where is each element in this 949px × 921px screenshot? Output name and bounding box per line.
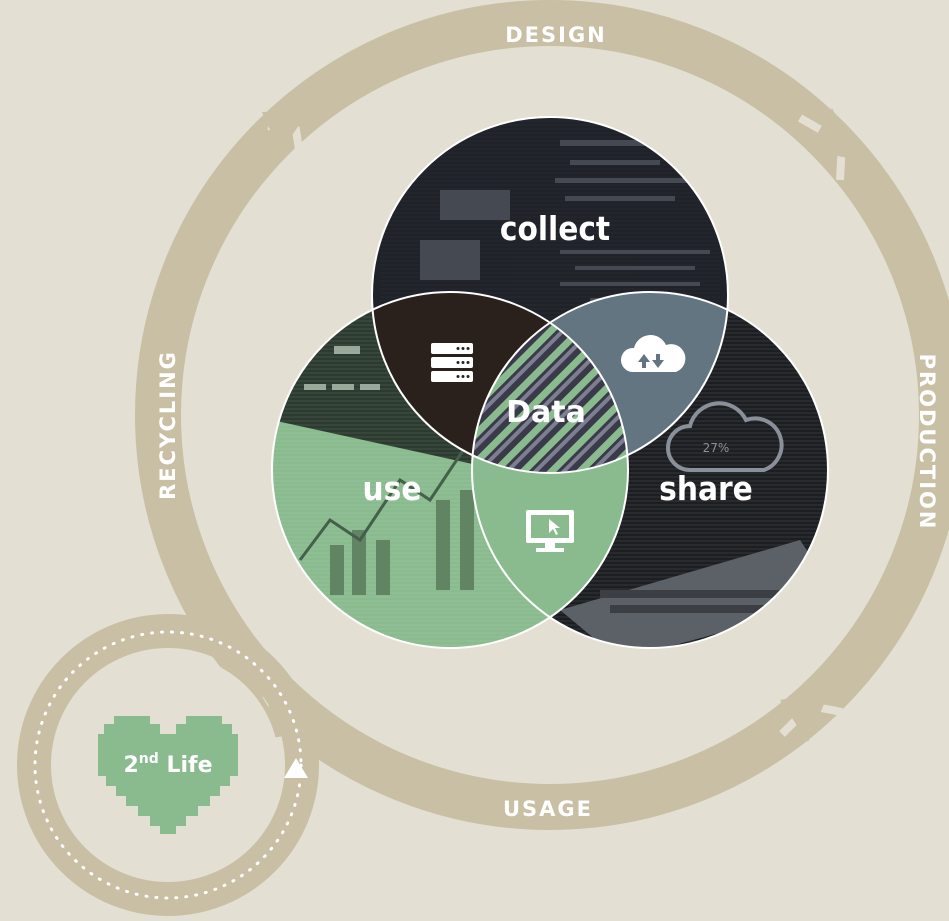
pixel-heart-icon	[98, 716, 238, 834]
arrowhead-production	[780, 690, 830, 742]
arrowhead-design	[808, 108, 858, 160]
venn-outlines	[271, 116, 829, 649]
svg-text:27%: 27%	[703, 441, 730, 455]
stage-label-production: PRODUCTION	[915, 354, 939, 531]
monitor-cursor-icon	[526, 510, 574, 552]
arrowhead-recycling	[262, 110, 310, 152]
cloud-sync-icon	[620, 335, 686, 372]
stage-label-recycling: RECYCLING	[156, 350, 180, 500]
second-life-label: 2nd Life	[123, 751, 212, 778]
server-stack-icon	[431, 343, 473, 382]
venn-label-collect: collect	[500, 209, 610, 248]
venn-label-use: use	[363, 469, 422, 508]
venn-label-data: Data	[506, 395, 586, 430]
second-life-arrow-icon	[284, 758, 308, 778]
second-life-word: Life	[159, 753, 213, 778]
second-life-ordinal: 2	[123, 753, 138, 778]
second-life-suffix: nd	[139, 751, 159, 767]
second-life-dotted-path	[33, 630, 303, 900]
lifecycle-ring	[135, 0, 949, 830]
stage-label-usage: USAGE	[503, 797, 593, 821]
venn-label-share: share	[659, 469, 753, 508]
ring-track	[135, 0, 949, 830]
venn-diagram: 27%	[271, 116, 829, 649]
overlap-center	[472, 292, 628, 473]
stage-label-design: DESIGN	[505, 23, 607, 47]
